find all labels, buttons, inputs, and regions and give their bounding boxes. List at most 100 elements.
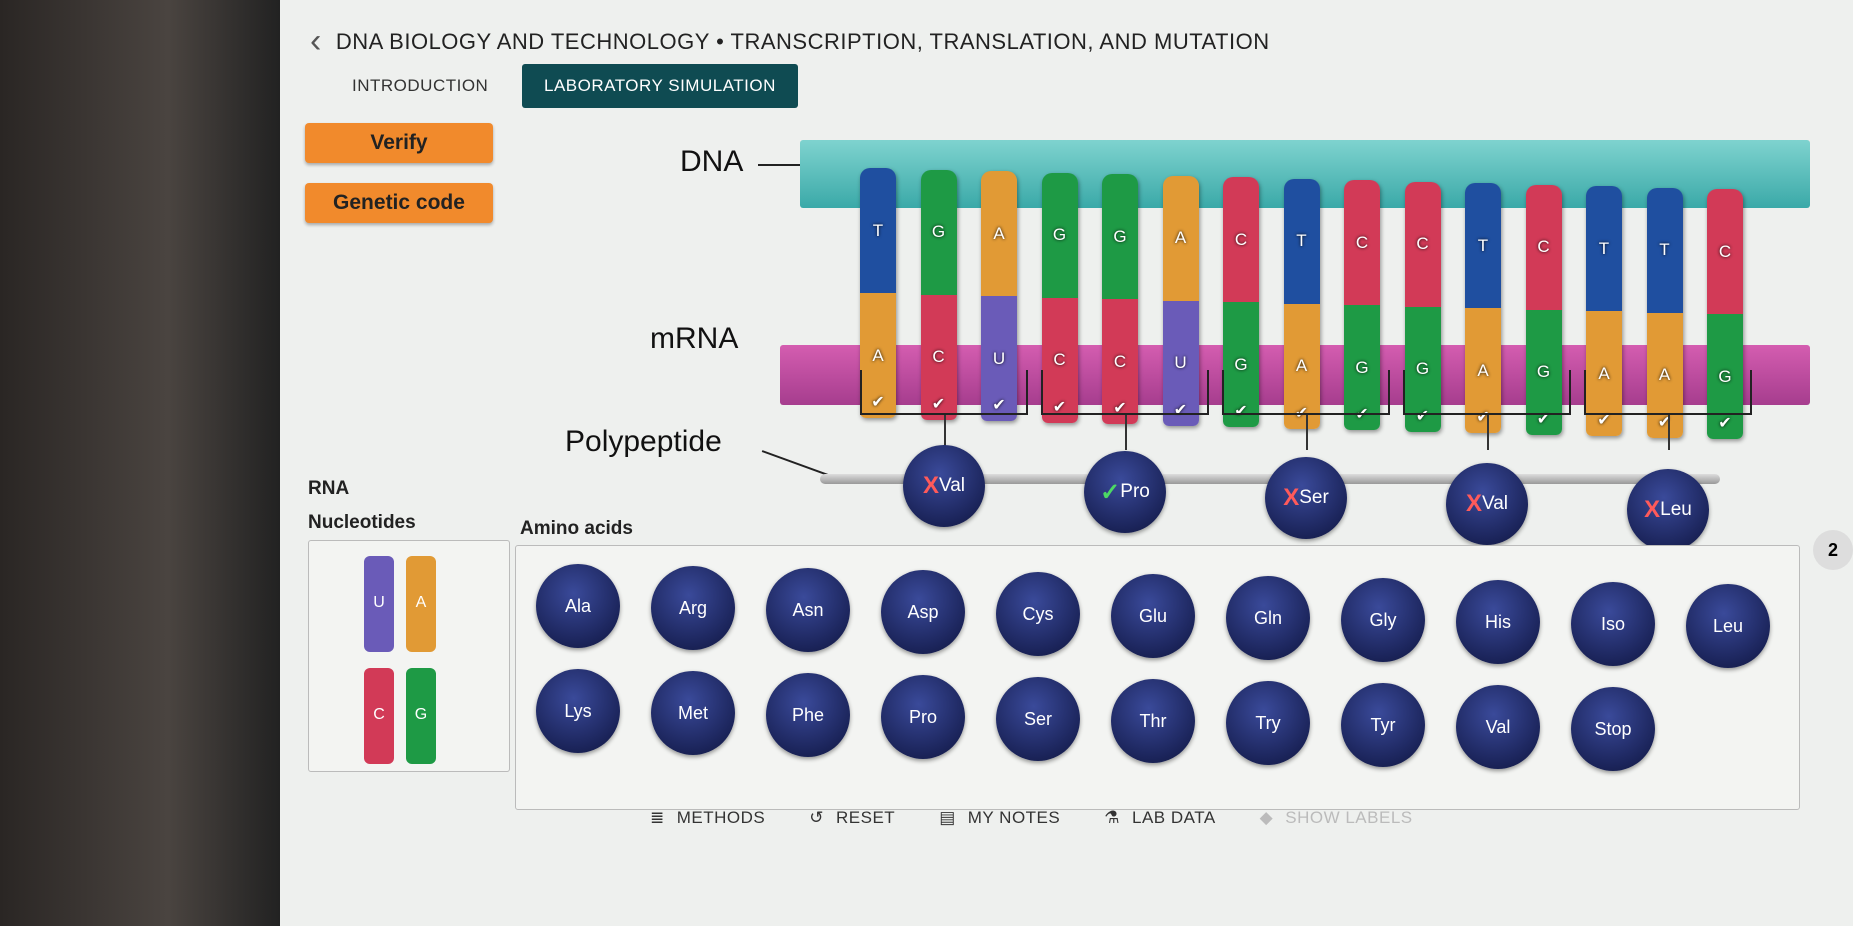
toolbar-label: RESET [836, 808, 896, 827]
check-icon: ✔ [1052, 398, 1067, 416]
residue-name: Ser [1299, 487, 1329, 508]
mrna-base[interactable]: A✔ [1465, 308, 1501, 433]
polypeptide-residue[interactable]: ✓Pro [1084, 451, 1166, 533]
dna-pointer [758, 164, 808, 166]
amino-acid-arg[interactable]: Arg [651, 566, 735, 650]
polypeptide-label: Polypeptide [565, 425, 722, 458]
mrna-base[interactable]: A✔ [860, 293, 896, 418]
mrna-base-letter: A [1658, 365, 1671, 384]
residue-name: Leu [1660, 499, 1692, 520]
amino-acid-stop[interactable]: Stop [1571, 687, 1655, 771]
mrna-base[interactable]: G✔ [1223, 302, 1259, 427]
genetic-code-button[interactable]: Genetic code [305, 183, 493, 223]
amino-acid-gly[interactable]: Gly [1341, 578, 1425, 662]
nucleotide-a[interactable]: A [406, 556, 436, 652]
dna-base: A [981, 171, 1017, 296]
amino-acid-leu[interactable]: Leu [1686, 584, 1770, 668]
dna-base: T [860, 168, 896, 293]
amino-acid-try[interactable]: Try [1226, 681, 1310, 765]
mrna-base[interactable]: U✔ [1162, 300, 1199, 426]
back-chevron-icon[interactable]: ‹ [310, 22, 322, 60]
codon-bracket [860, 370, 1028, 415]
mrna-base-letter: A [1598, 363, 1610, 383]
toolbar-methods[interactable]: ≣METHODS [650, 808, 765, 828]
mrna-base[interactable]: G✔ [1707, 314, 1743, 439]
mrna-base[interactable]: U✔ [981, 296, 1017, 421]
mrna-base[interactable]: C✔ [1102, 299, 1138, 424]
nucleotide-c[interactable]: C [364, 668, 394, 764]
toolbar-my-notes[interactable]: ▤MY NOTES [939, 808, 1060, 828]
amino-acid-asp[interactable]: Asp [881, 570, 965, 654]
nucleotide-u[interactable]: U [364, 556, 394, 652]
mrna-base[interactable]: A✔ [1283, 303, 1320, 429]
toolbar-lab-data[interactable]: ⚗LAB DATA [1104, 808, 1215, 828]
amino-acid-his[interactable]: His [1456, 580, 1540, 664]
app-screen: ‹ DNA BIOLOGY AND TECHNOLOGY • TRANSCRIP… [280, 0, 1853, 926]
mrna-base[interactable]: C✔ [920, 294, 957, 420]
amino-acid-asn[interactable]: Asn [766, 568, 850, 652]
amino-acid-lys[interactable]: Lys [536, 669, 620, 753]
correct-mark-icon: ✓ [1100, 478, 1121, 506]
amino-acid-gln[interactable]: Gln [1226, 576, 1310, 660]
dna-base: G [1102, 174, 1138, 299]
mrna-base[interactable]: A✔ [1646, 312, 1683, 438]
amino-acid-pro[interactable]: Pro [881, 675, 965, 759]
codon-bracket [1584, 370, 1752, 415]
dna-base: A [1162, 175, 1199, 301]
header: ‹ DNA BIOLOGY AND TECHNOLOGY • TRANSCRIP… [310, 22, 1270, 61]
dna-label: DNA [680, 145, 744, 178]
incorrect-mark-icon: X [1465, 490, 1482, 517]
amino-acid-met[interactable]: Met [651, 671, 735, 755]
mrna-base-letter: G [1234, 354, 1248, 374]
amino-acid-ala[interactable]: Ala [536, 564, 620, 648]
codon-bracket [1403, 370, 1571, 415]
mrna-base[interactable]: C✔ [1041, 297, 1078, 423]
amino-acid-ser[interactable]: Ser [996, 677, 1080, 761]
check-icon: ✔ [1657, 413, 1672, 431]
mrna-base-letter: G [1536, 362, 1551, 381]
mrna-base[interactable]: A✔ [1586, 311, 1622, 436]
toolbar-label: SHOW LABELS [1285, 808, 1413, 827]
nucleotide-g[interactable]: G [406, 668, 436, 764]
mrna-base[interactable]: G✔ [1404, 306, 1441, 432]
tab-laboratory-simulation[interactable]: LABORATORY SIMULATION [522, 64, 798, 108]
amino-acid-tyr[interactable]: Tyr [1341, 683, 1425, 767]
amino-acid-glu[interactable]: Glu [1111, 574, 1195, 658]
amino-acid-cys[interactable]: Cys [996, 572, 1080, 656]
check-icon: ✔ [1597, 412, 1611, 429]
check-icon: ✔ [992, 397, 1006, 414]
toolbar-show-labels[interactable]: ◆SHOW LABELS [1260, 808, 1413, 828]
tab-introduction[interactable]: INTRODUCTION [352, 76, 489, 95]
check-icon: ✔ [931, 395, 946, 413]
page-title: DNA BIOLOGY AND TECHNOLOGY • TRANSCRIPTI… [335, 28, 1270, 54]
verify-button[interactable]: Verify [305, 123, 493, 163]
amino-acid-phe[interactable]: Phe [766, 673, 850, 757]
check-icon: ✔ [1234, 403, 1248, 420]
incorrect-mark-icon: X [922, 472, 939, 499]
toolbar-reset[interactable]: ↺RESET [809, 808, 895, 828]
amino-acid-thr[interactable]: Thr [1111, 679, 1195, 763]
amino-acid-val[interactable]: Val [1456, 685, 1540, 769]
amino-acid-iso[interactable]: Iso [1571, 582, 1655, 666]
mrna-base[interactable]: G✔ [1344, 305, 1380, 430]
mrna-base-letter: U [1174, 353, 1187, 372]
toolbar-label: MY NOTES [967, 808, 1061, 827]
codon-connector [1668, 415, 1670, 450]
check-icon: ✔ [1113, 400, 1127, 417]
